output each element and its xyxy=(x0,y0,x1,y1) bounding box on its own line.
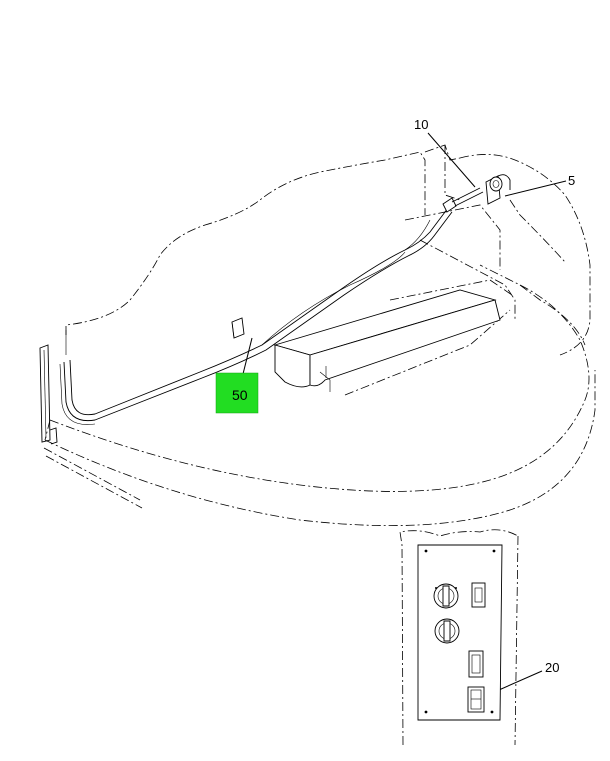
left-side-panel xyxy=(39,330,143,509)
wire-harness xyxy=(59,207,453,425)
rocker-switch-upper xyxy=(471,582,486,608)
harness-bracket xyxy=(231,317,245,339)
leader-lines xyxy=(241,132,567,698)
switch-panel-inset xyxy=(399,529,519,746)
callout-item-5: 5 xyxy=(568,173,575,188)
rotary-switch-lower xyxy=(434,618,460,644)
cab-back-wall-outline xyxy=(65,144,591,356)
callout-item-20: 20 xyxy=(545,660,559,675)
rocker-switch-lower xyxy=(467,686,485,713)
rocker-switch-middle xyxy=(468,650,484,678)
wire-connector xyxy=(442,187,484,213)
callout-item-10: 10 xyxy=(414,117,428,132)
rotary-switch-upper xyxy=(433,583,459,609)
mounting-bracket xyxy=(485,174,511,205)
callout-item-50: 50 xyxy=(232,387,248,403)
console-box xyxy=(273,289,501,392)
floor-ledge-outline xyxy=(344,204,516,396)
callout-50-highlight xyxy=(215,372,259,414)
